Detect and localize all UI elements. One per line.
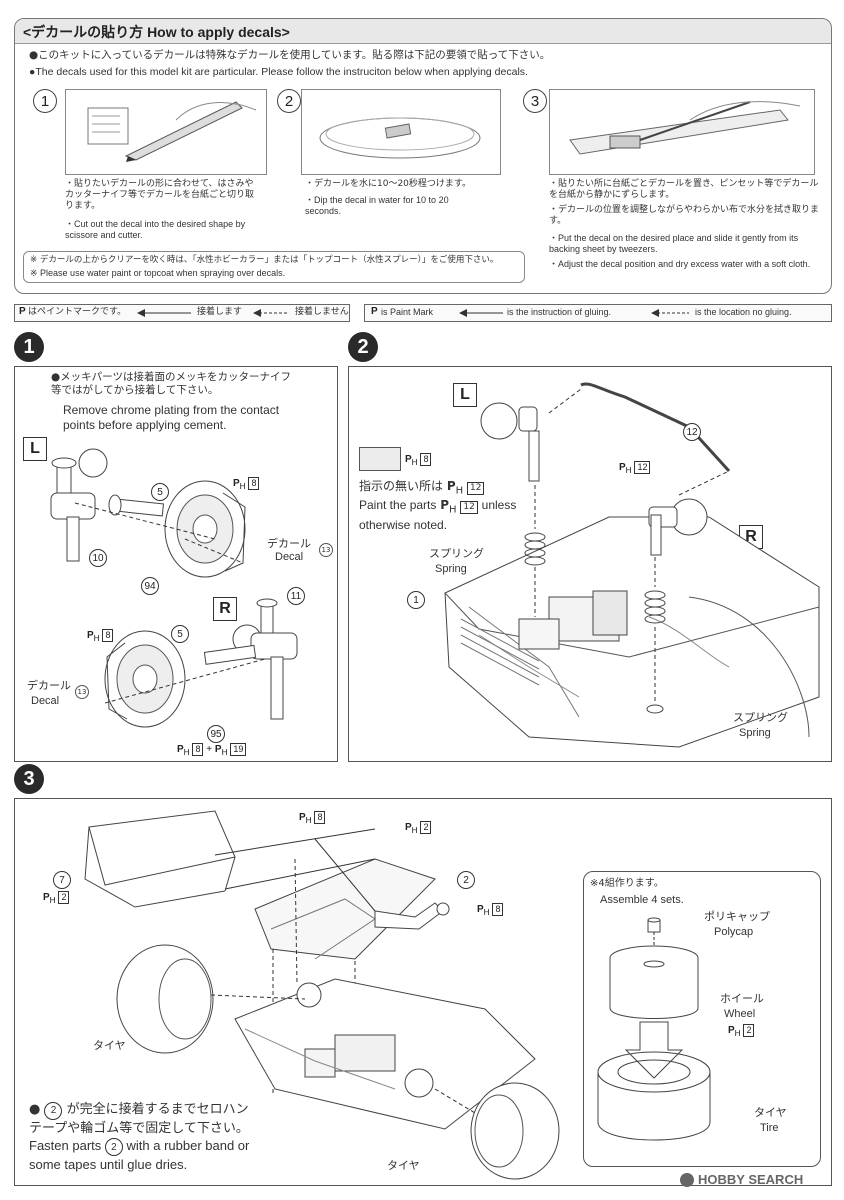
decal-step-2-number: 2: [277, 89, 301, 113]
polycap-en: Polycap: [714, 926, 754, 938]
part-2-inline: 2: [44, 1101, 63, 1120]
step-2-drawing: [444, 382, 820, 748]
step-1-note-jp: ●メッキパーツは接着面のメッキをカッターナイフ等ではがしてから接着して下さい。: [51, 371, 291, 396]
tire-jp: タイヤ: [754, 1106, 787, 1119]
decal-instructions-panel: <デカールの貼り方 How to apply decals> ●このキットに入っ…: [14, 18, 832, 294]
step-1-decal-jp-lower: デカール: [27, 679, 71, 692]
decal-note-jp: ※ デカールの上からクリアーを吹く時は、「水性ホビーカラー」または「トップコート…: [30, 255, 499, 265]
decal-title: <デカールの貼り方 How to apply decals>: [23, 24, 290, 40]
part-5-lower-callout: 5: [171, 625, 189, 643]
legend-en-glue: is the instruction of gluing.: [507, 307, 612, 317]
swatch-paint-label: PH 8: [405, 453, 432, 467]
paint-ph8-part2: PH 8: [477, 903, 504, 917]
part-2-inline-en: 2: [104, 1138, 123, 1156]
wheel-assembly-box: ※4組作ります。 Assemble 4 sets. ポリキャップ Polycap…: [583, 871, 821, 1167]
legend-en-noglue: is the location no gluing.: [695, 307, 792, 317]
legend-jp-noglue: 接着しません: [295, 307, 349, 317]
step-1-decal-en-lower: Decal: [31, 695, 60, 707]
part-5-callout: 5: [151, 483, 169, 501]
paint-ph8-lower: PH 8: [87, 629, 114, 643]
step-1-right-label: R: [213, 597, 237, 621]
decal-step-3-en2: ・Adjust the decal position and dry exces…: [549, 259, 811, 269]
decal-title-bar: [15, 19, 831, 44]
paint-swatch: [359, 447, 401, 471]
step-3-note: ● 2 が完全に接着するまでセロハン テープや輪ゴム等で固定して下さい。 Fas…: [29, 1101, 250, 1172]
paint-ph2-top: PH 2: [405, 821, 432, 835]
decal-13-lower-callout: 13: [75, 685, 89, 699]
step-1-drawing: [50, 448, 298, 728]
part-95-callout: 95: [207, 725, 225, 743]
glue-arrow-icon: [137, 309, 191, 317]
decal-step-3-number: 3: [523, 89, 547, 113]
decal-note-en: ※ Please use water paint or topcoat when…: [30, 268, 286, 278]
legend-bar-jp: P はペイントマークです。 接着します 接着しません: [14, 304, 350, 322]
part-12-callout: 12: [683, 423, 701, 441]
decal-step-1-illustration: [65, 89, 267, 175]
decal-13-callout: 13: [319, 543, 333, 557]
wheel-jp: ホイール: [720, 992, 764, 1005]
decal-step-2-jp: ・デカールを水に10〜20秒程つけます。: [305, 179, 472, 189]
legend-en-paint: is Paint Mark: [381, 307, 434, 317]
watermark-logo: HOBBY SEARCH: [680, 1172, 803, 1187]
spring-jp-left: スプリング: [429, 547, 484, 560]
polycap-jp: ポリキャップ: [704, 910, 770, 923]
paint-ph2-part7: PH 2: [43, 891, 70, 905]
step-1-badge: 1: [14, 332, 44, 362]
step-1-left-label: L: [23, 437, 47, 461]
paint-ph12-label: PH 12: [619, 461, 651, 475]
decal-step-1-number: 1: [33, 89, 57, 113]
spring-jp-right: スプリング: [733, 711, 788, 724]
step-1-decal-en-upper: Decal: [275, 551, 304, 563]
decal-step-3-jp1: ・貼りたい所に台紙ごとデカールを置き、ピンセット等でデカールを台紙から静かにずら…: [549, 179, 819, 200]
legend-jp-glue: 接着します: [197, 307, 243, 317]
decal-intro-jp: ●このキットに入っているデカールは特殊なデカールを使用しています。貼る際は下記の…: [29, 49, 551, 61]
decal-note-box: ※ デカールの上からクリアーを吹く時は、「水性ホビーカラー」または「トップコート…: [23, 251, 525, 283]
decal-step-3-illustration: [549, 89, 815, 175]
part-2-callout: 2: [457, 871, 475, 889]
decal-step-2-illustration: [301, 89, 501, 175]
assemble-en: Assemble 4 sets.: [600, 894, 684, 906]
paint-mark-icon: P: [19, 306, 26, 317]
wheel-assembly-drawing: [597, 917, 711, 1141]
glue-arrow-icon: [459, 309, 503, 317]
legend-bar-en: P is Paint Mark is the instruction of gl…: [364, 304, 832, 322]
spring-en-right: Spring: [739, 727, 771, 739]
part-94-callout: 94: [141, 577, 159, 595]
decal-intro-en: ●The decals used for this model kit are …: [29, 66, 528, 78]
paint-ph2-wheel: PH 2: [728, 1024, 755, 1038]
paint-ph8-upper: PH 8: [233, 477, 260, 491]
hobby-search-icon: [680, 1172, 694, 1187]
step-3-drawing: [84, 810, 560, 1180]
no-glue-arrow-icon: [651, 309, 689, 317]
spring-en-left: Spring: [435, 563, 467, 575]
no-glue-arrow-icon: [253, 309, 289, 317]
decal-step-3-en1: ・Put the decal on the desired place and …: [549, 233, 799, 254]
step-2-note: 指示の無い所は PH 12 Paint the parts PH 12 unle…: [359, 479, 517, 532]
part-10-callout: 10: [89, 549, 107, 567]
step-1-panel: ●メッキパーツは接着面のメッキをカッターナイフ等ではがしてから接着して下さい。 …: [14, 366, 338, 762]
decal-step-3-jp2: ・デカールの位置を調整しながらやわらかい布で水分を拭き取ります。: [549, 205, 820, 226]
decal-step-1-jp: ・貼りたいデカールの形に合わせて、はさみやカッターナイフ等でデカールを台紙ごと切…: [65, 179, 255, 211]
tire-label-left: タイヤ: [93, 1039, 126, 1052]
assemble-jp: ※4組作ります。: [590, 878, 664, 889]
decal-step-2-en: ・Dip the decal in water for 10 to 20 sec…: [305, 195, 449, 216]
step-1-decal-jp-upper: デカール: [267, 537, 311, 550]
tire-label-right: タイヤ: [387, 1159, 420, 1172]
wheel-en: Wheel: [724, 1008, 756, 1020]
paint-ph8-ph19: PH 8 + PH 19: [177, 743, 247, 757]
part-11-callout: 11: [287, 587, 305, 605]
legend-jp-paint: はペイントマークです。: [28, 307, 127, 317]
part-1-callout: 1: [407, 591, 425, 609]
paint-mark-icon: P: [371, 306, 378, 317]
step-2-left-label: L: [453, 383, 477, 407]
step-3-panel: 7 PH 2 PH 8 PH 2 2 PH 8 タイヤ タイヤ ● 2 が完全に…: [14, 798, 832, 1186]
decal-step-1-en: ・Cut out the decal into the desired shap…: [65, 219, 246, 240]
tire-en: Tire: [760, 1122, 779, 1134]
step-3-badge: 3: [14, 764, 44, 794]
step-1-note-en: Remove chrome plating from the contact p…: [63, 403, 280, 432]
step-2-badge: 2: [348, 332, 378, 362]
step-2-panel: L R PH 8 指示の無い所は PH 12 Paint the parts P…: [348, 366, 832, 762]
paint-ph8-top: PH 8: [299, 811, 326, 825]
part-7-callout: 7: [53, 871, 71, 889]
